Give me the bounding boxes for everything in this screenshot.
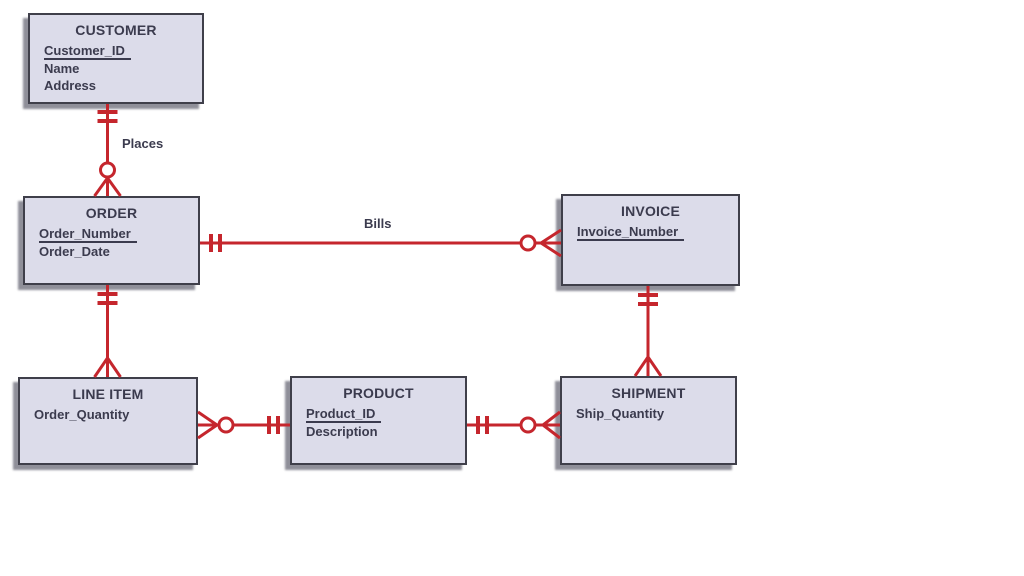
cardinality-many-crowfoot	[540, 241, 562, 258]
entity-shipment: SHIPMENT Ship_Quantity	[560, 376, 737, 465]
attribute: Address	[44, 78, 97, 93]
entity-name: PRODUCT	[343, 385, 414, 401]
cardinality-many-crowfoot	[542, 410, 561, 427]
entity-name: CUSTOMER	[75, 22, 157, 38]
attribute: Order_Quantity	[34, 407, 130, 422]
entity-name: SHIPMENT	[611, 385, 686, 401]
entity-line_item: LINE ITEM Order_Quantity	[18, 377, 198, 465]
relationship-label-customer-order: Places	[122, 136, 164, 151]
cardinality-many-crowfoot	[197, 410, 218, 427]
cardinality-many-crowfoot	[93, 357, 109, 378]
relationship-label-order-invoice: Bills	[364, 216, 392, 231]
attribute: Name	[44, 61, 80, 76]
entity-attribute-list: Ship_Quantity	[562, 401, 735, 422]
entity-name: LINE ITEM	[72, 386, 144, 402]
key-attribute: Product_ID	[306, 406, 382, 423]
cardinality-many-crowfoot	[106, 177, 122, 197]
attribute: Ship_Quantity	[576, 406, 665, 421]
cardinality-many-crowfoot	[542, 423, 561, 440]
key-attribute: Customer_ID	[44, 43, 131, 60]
entity-name: INVOICE	[621, 203, 680, 219]
cardinality-zero-circle	[99, 161, 116, 179]
cardinality-many-crowfoot	[197, 423, 218, 440]
entity-name: ORDER	[85, 205, 138, 221]
cardinality-many-crowfoot	[540, 228, 562, 245]
relationship-invoice-shipment	[633, 286, 663, 377]
entity-attribute-list: Order_Quantity	[20, 402, 196, 423]
cardinality-zero-circle	[519, 416, 537, 434]
relationship-product-shipment	[467, 410, 561, 440]
cardinality-many-crowfoot	[106, 357, 122, 378]
attribute: Order_Date	[39, 244, 110, 259]
key-attribute: Order_Number	[39, 226, 137, 243]
attribute: Description	[306, 424, 378, 439]
entity-invoice: INVOICE Invoice_Number	[561, 194, 740, 286]
relationship-line_item-product	[197, 410, 290, 440]
relationship-order-invoice	[200, 228, 562, 258]
cardinality-many-crowfoot	[93, 177, 109, 197]
relationship-customer-order	[93, 104, 122, 197]
cardinality-zero-circle	[519, 234, 537, 252]
cardinality-many-crowfoot	[633, 356, 650, 377]
cardinality-zero-circle	[217, 416, 235, 434]
cardinality-many-crowfoot	[646, 356, 663, 377]
key-attribute: Invoice_Number	[577, 224, 685, 241]
relationship-order-line_item	[93, 285, 122, 378]
entity-attribute-list: Invoice_Number	[563, 219, 738, 241]
